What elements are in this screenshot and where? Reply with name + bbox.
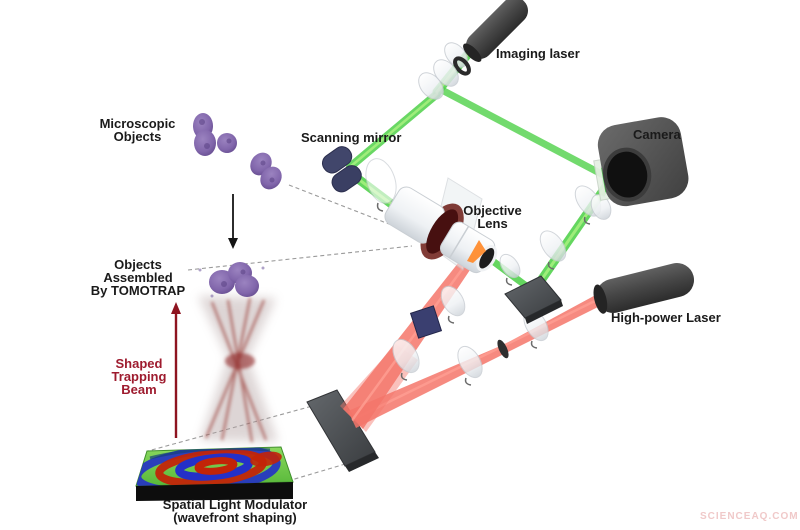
objective-lens-label-line1: Objective (463, 203, 522, 218)
focus-flare (467, 240, 486, 263)
lens (539, 230, 567, 262)
slm-label-line2: (wavefront shaping) (173, 510, 297, 525)
imaging-laser-label: Imaging laser (496, 46, 580, 61)
camera-aperture (603, 147, 652, 202)
assembled-cells (198, 262, 265, 298)
lens (418, 72, 444, 100)
shaped-trapping-beam-label-line1: Shaped (115, 356, 163, 371)
down-arrow (228, 194, 238, 249)
slm-label-line1: Spatial Light Modulator (162, 497, 308, 512)
slm-base (136, 482, 293, 501)
lens-mount-hooks (376, 202, 591, 386)
microscopic-objects-label-line2: Objects (113, 129, 162, 144)
wavefront-pattern (136, 447, 282, 486)
connector-objects-to-sample (288, 184, 413, 234)
lens (590, 194, 612, 220)
lens (457, 345, 483, 379)
imaging-laser (463, 0, 529, 62)
objective-lens-label: Objective Lens (450, 204, 535, 230)
objects-assembled-label-line2: Assembled (103, 270, 173, 285)
camera-label: Camera (633, 127, 681, 142)
objective-lens-assembly (384, 177, 498, 274)
trapping-beam-inset (198, 262, 278, 443)
pinhole (497, 339, 509, 359)
microscopic-objects-inset (193, 113, 282, 190)
microscopic-objects-label-line1: Microscopic (99, 116, 176, 131)
microscopic-objects-label: Microscopic Objects (90, 117, 185, 143)
dichroic-mirror (504, 275, 563, 324)
lens (440, 285, 466, 317)
connector-assembled-to-sample (187, 245, 413, 271)
red-beam-path (340, 253, 606, 432)
lens-scan (365, 158, 397, 204)
camera (597, 117, 689, 207)
objects-assembled-label-line3: By TOMOTRAP (90, 283, 186, 298)
iris-diaphragm (453, 56, 471, 76)
lens (499, 253, 521, 279)
slm-phase-pattern-inset (135, 446, 294, 501)
beam-reference (436, 85, 615, 183)
scanning-mirror-label: Scanning mirror (301, 130, 402, 145)
high-power-laser-label: High-power Laser (611, 310, 721, 325)
connector-slm-to-inset-bottom (287, 461, 353, 482)
small-blue-mirror (409, 305, 443, 339)
up-arrow-red (171, 302, 181, 438)
lenses (365, 42, 612, 386)
lens (392, 338, 420, 374)
laser-aperture (593, 284, 608, 314)
watermark: SCIENCEAQ.COM (700, 511, 799, 522)
slm-label: Spatial Light Modulator (wavefront shapi… (140, 498, 330, 524)
high-power-laser (593, 263, 695, 314)
objects-assembled-label: Objects Assembled By TOMOTRAP (86, 258, 190, 297)
shaped-trapping-beam-label-line3: Beam (121, 382, 157, 397)
spatial-light-modulator-device (306, 389, 379, 472)
shaped-trapping-beam-label: Shaped Trapping Beam (98, 357, 180, 396)
shaped-trapping-beam-label-line2: Trapping (111, 369, 167, 384)
scanning-mirror (321, 146, 362, 193)
objects-assembled-label-line1: Objects (114, 257, 162, 272)
connector-dashed-lines (147, 184, 413, 482)
laser-aperture (463, 43, 482, 62)
objective-lens-label-line2: Lens (477, 216, 508, 231)
